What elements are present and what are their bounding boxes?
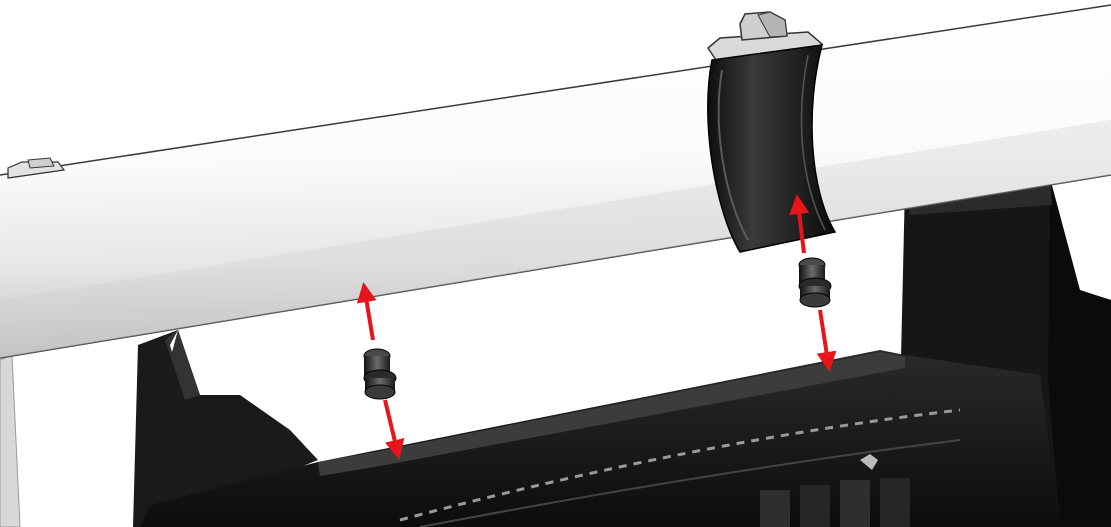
right-arrow-up	[789, 194, 810, 254]
right-arrow-down	[816, 309, 837, 372]
end-bolt	[7, 157, 66, 179]
crossbar-tube	[0, 4, 1111, 359]
bracket-housing	[133, 178, 1111, 527]
rubber-spacer-left	[363, 348, 397, 400]
left-arrow-down	[383, 399, 405, 460]
frame-edge-left	[0, 354, 21, 527]
left-arrow-up	[356, 282, 377, 341]
rubber-spacer-right	[798, 257, 832, 308]
